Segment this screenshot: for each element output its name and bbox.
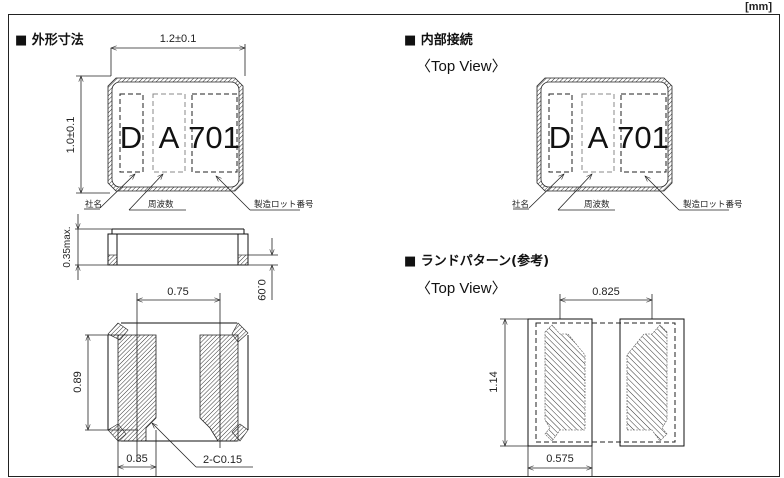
dim-land-pitch-text: 0.825 (592, 286, 620, 298)
dim-land-length-text: 1.14 (488, 371, 500, 392)
marking-company: D (549, 120, 571, 155)
package-top-view: D A 701 社名 周波数 製造ロット番号 (84, 78, 314, 210)
callout-lot: 製造ロット番号 (254, 199, 314, 210)
internal-title: ■ 内部接続 (404, 32, 473, 48)
callout-company: 社名 (512, 199, 529, 210)
dimension-height: 1.0±0.1 (65, 75, 111, 194)
dim-pad-width-text: 0.35 (126, 453, 147, 465)
dim-electrode-height-text: 0.09 (255, 279, 267, 300)
internal-connection-view: D A 701 社名 周波数 製造ロット番号 (512, 78, 743, 210)
marking-lot: 701 (188, 120, 240, 155)
dim-thickness-text: 0.35max. (62, 226, 73, 267)
dim-land-width-text: 0.575 (546, 453, 574, 465)
callout-frequency: 周波数 (584, 199, 610, 210)
outline-title: ■ 外形寸法 (15, 32, 84, 48)
dim-pad-pitch-text: 0.75 (167, 286, 188, 298)
land-view-label: 〈Top View〉 (416, 280, 507, 297)
dim-width-text: 1.2±0.1 (160, 33, 197, 45)
internal-view-label: 〈Top View〉 (416, 58, 507, 75)
callout-lot: 製造ロット番号 (683, 199, 743, 210)
callout-frequency: 周波数 (148, 199, 174, 210)
sheet-frame (8, 14, 780, 477)
marking-frequency: A (159, 120, 180, 155)
dim-pad-length-text: 0.89 (72, 371, 84, 392)
callout-company: 社名 (85, 199, 102, 210)
dim-chamfer-text: 2-C0.15 (203, 454, 242, 466)
unit-label: [mm] (745, 1, 772, 13)
land-title: ■ ランドパターン(参考) (404, 253, 549, 269)
marking-lot: 701 (617, 120, 669, 155)
dim-height-text: 1.0±0.1 (65, 117, 77, 154)
marking-company: D (120, 120, 142, 155)
land-pattern-view: 0.825 1.14 0.575 (488, 286, 685, 476)
package-bottom-view: 0.75 0.89 0.35 2-C0.15 (72, 286, 253, 476)
marking-frequency: A (588, 120, 609, 155)
package-side-view: 0.35max. 0.09 (62, 214, 278, 301)
dimension-width: 1.2±0.1 (110, 33, 246, 76)
